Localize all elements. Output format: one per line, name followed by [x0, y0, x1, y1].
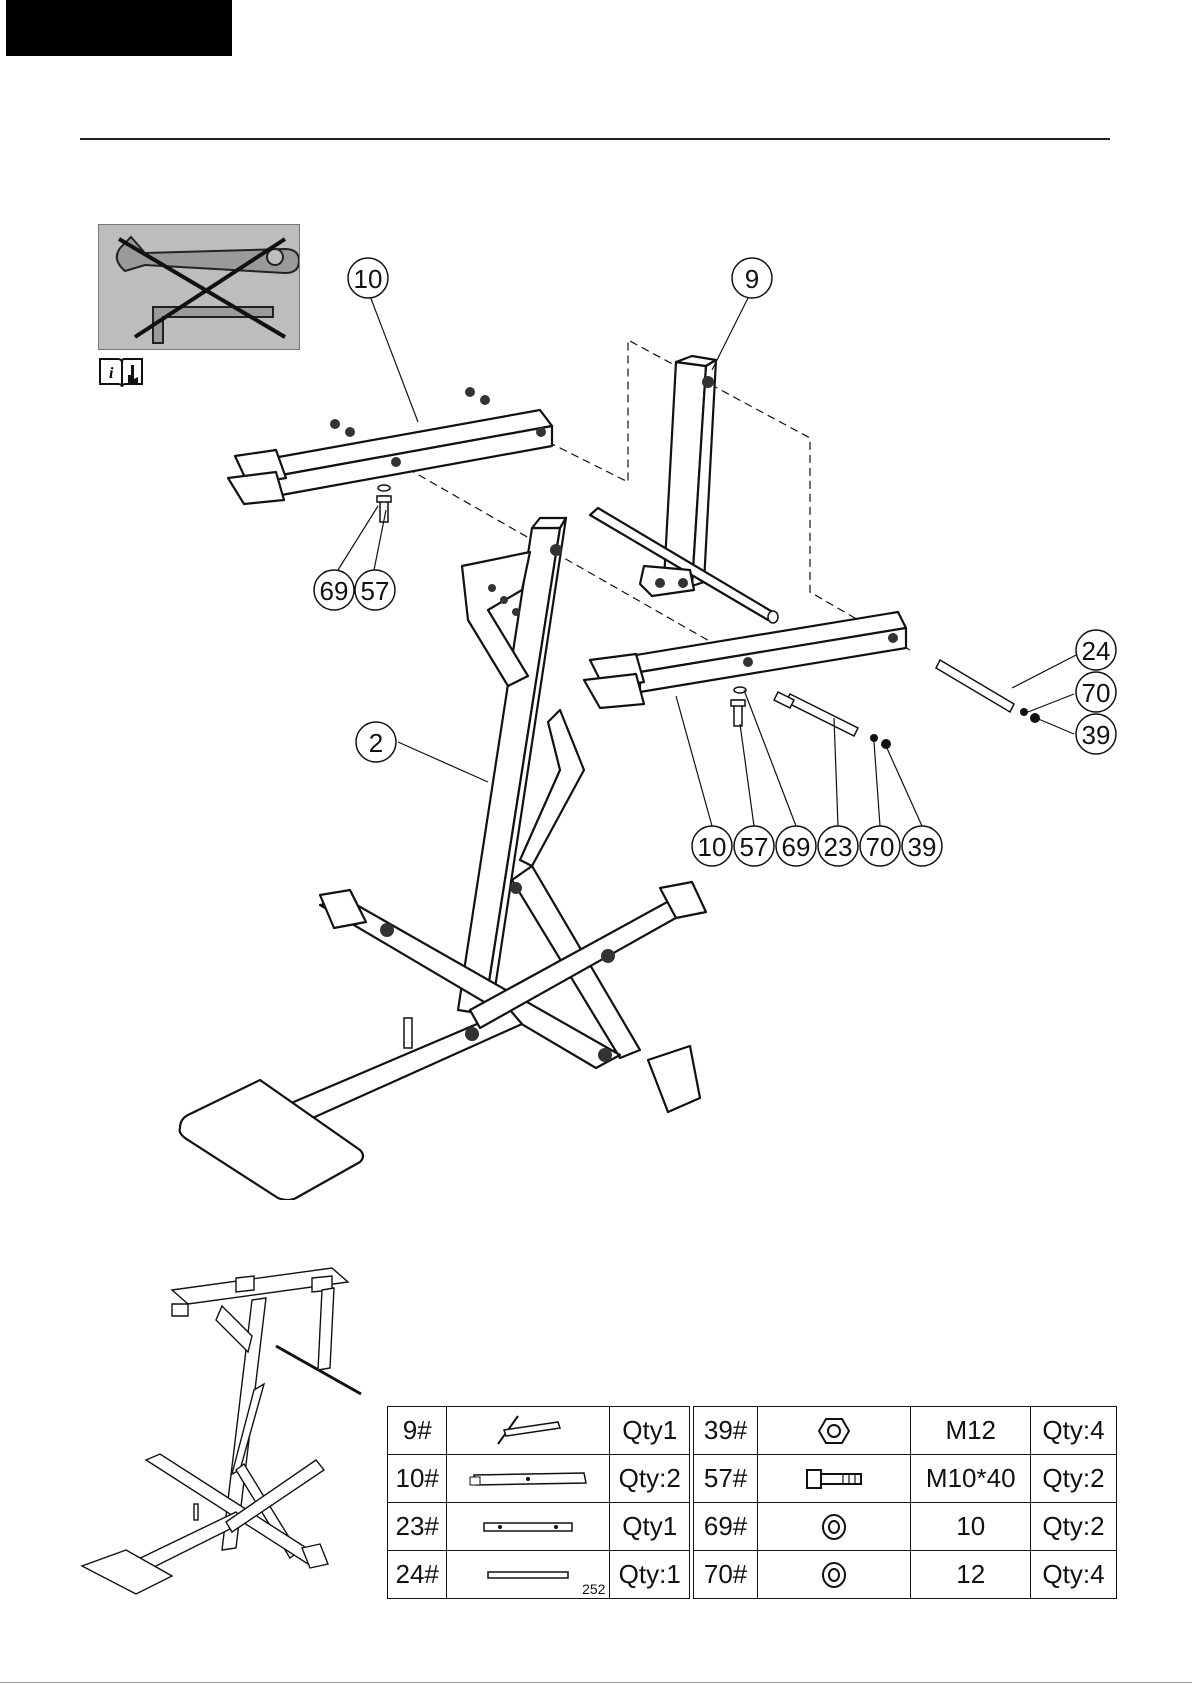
alignment-line-9: [548, 340, 910, 650]
part-size: 10: [911, 1503, 1031, 1551]
bolt-57-lower: [731, 687, 746, 726]
table-row: 10# Qty:2: [388, 1455, 690, 1503]
svg-text:23: 23: [824, 832, 853, 862]
callout-39-right: 39: [1076, 714, 1116, 754]
part-qty: Qty:4: [1031, 1407, 1117, 1455]
callout-9: 9: [732, 258, 772, 298]
washer-icon: [758, 1503, 911, 1551]
svg-text:10: 10: [698, 832, 727, 862]
table-row: 9# Qty1: [388, 1407, 690, 1455]
table-row: 23# Qty1: [388, 1503, 690, 1551]
part-id: 24#: [388, 1551, 447, 1599]
svg-text:57: 57: [740, 832, 769, 862]
callout-57-top: 57: [355, 570, 395, 610]
part-id: 9#: [388, 1407, 447, 1455]
crossbar-thumbnail: [447, 1455, 610, 1503]
svg-text:69: 69: [782, 832, 811, 862]
part-9-upright: [590, 356, 778, 623]
svg-text:24: 24: [1082, 636, 1111, 666]
part-qty: Qty1: [610, 1407, 690, 1455]
rod-23: [774, 692, 891, 749]
callout-39-bottom: 39: [902, 826, 942, 866]
table-row: 69# 10 Qty:2: [694, 1503, 1117, 1551]
part-qty: Qty:2: [1031, 1455, 1117, 1503]
callout-70-bottom: 70: [860, 826, 900, 866]
svg-text:39: 39: [908, 832, 937, 862]
table-row: 24# 252 Qty:1: [388, 1551, 690, 1599]
part-qty: Qty:2: [610, 1455, 690, 1503]
svg-text:39: 39: [1082, 720, 1111, 750]
svg-text:70: 70: [1082, 678, 1111, 708]
svg-text:2: 2: [369, 728, 383, 758]
washer-icon: [758, 1551, 911, 1599]
part-size: M10*40: [911, 1455, 1031, 1503]
callout-70-right: 70: [1076, 672, 1116, 712]
rod-24: [936, 660, 1040, 723]
callout-57-bottom: 57: [734, 826, 774, 866]
table-row: 57# M10*40 Qty:2: [694, 1455, 1117, 1503]
callout-69-bottom: 69: [776, 826, 816, 866]
bolt-icon: [758, 1455, 911, 1503]
svg-text:69: 69: [320, 576, 349, 606]
exploded-assembly-diagram: 10 9 69 57 2 24 70 39 10 57 69 23 70 39: [0, 0, 1192, 1200]
nut-icon: [758, 1407, 911, 1455]
callout-24: 24: [1076, 630, 1116, 670]
assembled-preview-diagram: [76, 1260, 366, 1595]
part-qty: Qty:2: [1031, 1503, 1117, 1551]
part-id: 70#: [694, 1551, 758, 1599]
part-qty: Qty:1: [610, 1551, 690, 1599]
callout-69-top: 69: [314, 570, 354, 610]
part-id: 39#: [694, 1407, 758, 1455]
callout-10-top: 10: [348, 258, 388, 298]
part-qty: Qty1: [610, 1503, 690, 1551]
bolt-57-upper: [377, 485, 391, 522]
rod-thumbnail: 252: [447, 1551, 610, 1599]
part-2-main-frame: [180, 518, 706, 1200]
table-row: 39# M12 Qty:4: [694, 1407, 1117, 1455]
callout-2: 2: [356, 722, 396, 762]
part-id: 23#: [388, 1503, 447, 1551]
parts-table-hardware: 39# M12 Qty:4 57# M10*40 Qty:2 69# 10 Qt…: [693, 1406, 1117, 1599]
upright-frame-thumbnail: [447, 1407, 610, 1455]
part-id: 69#: [694, 1503, 758, 1551]
footer-rule: [0, 1682, 1192, 1683]
svg-text:57: 57: [361, 576, 390, 606]
part-size: M12: [911, 1407, 1031, 1455]
parts-table-frames: 9# Qty1 10# Qty:2 23# Qty1 24# 252 Qty:1: [387, 1406, 690, 1599]
callout-10-bottom: 10: [692, 826, 732, 866]
svg-text:10: 10: [354, 264, 383, 294]
callout-23-bottom: 23: [818, 826, 858, 866]
svg-text:9: 9: [745, 264, 759, 294]
svg-text:70: 70: [866, 832, 895, 862]
axle-thumbnail: [447, 1503, 610, 1551]
rod-length-note: 252: [582, 1581, 605, 1597]
part-id: 57#: [694, 1455, 758, 1503]
part-size: 12: [911, 1551, 1031, 1599]
table-row: 70# 12 Qty:4: [694, 1551, 1117, 1599]
part-qty: Qty:4: [1031, 1551, 1117, 1599]
part-id: 10#: [388, 1455, 447, 1503]
